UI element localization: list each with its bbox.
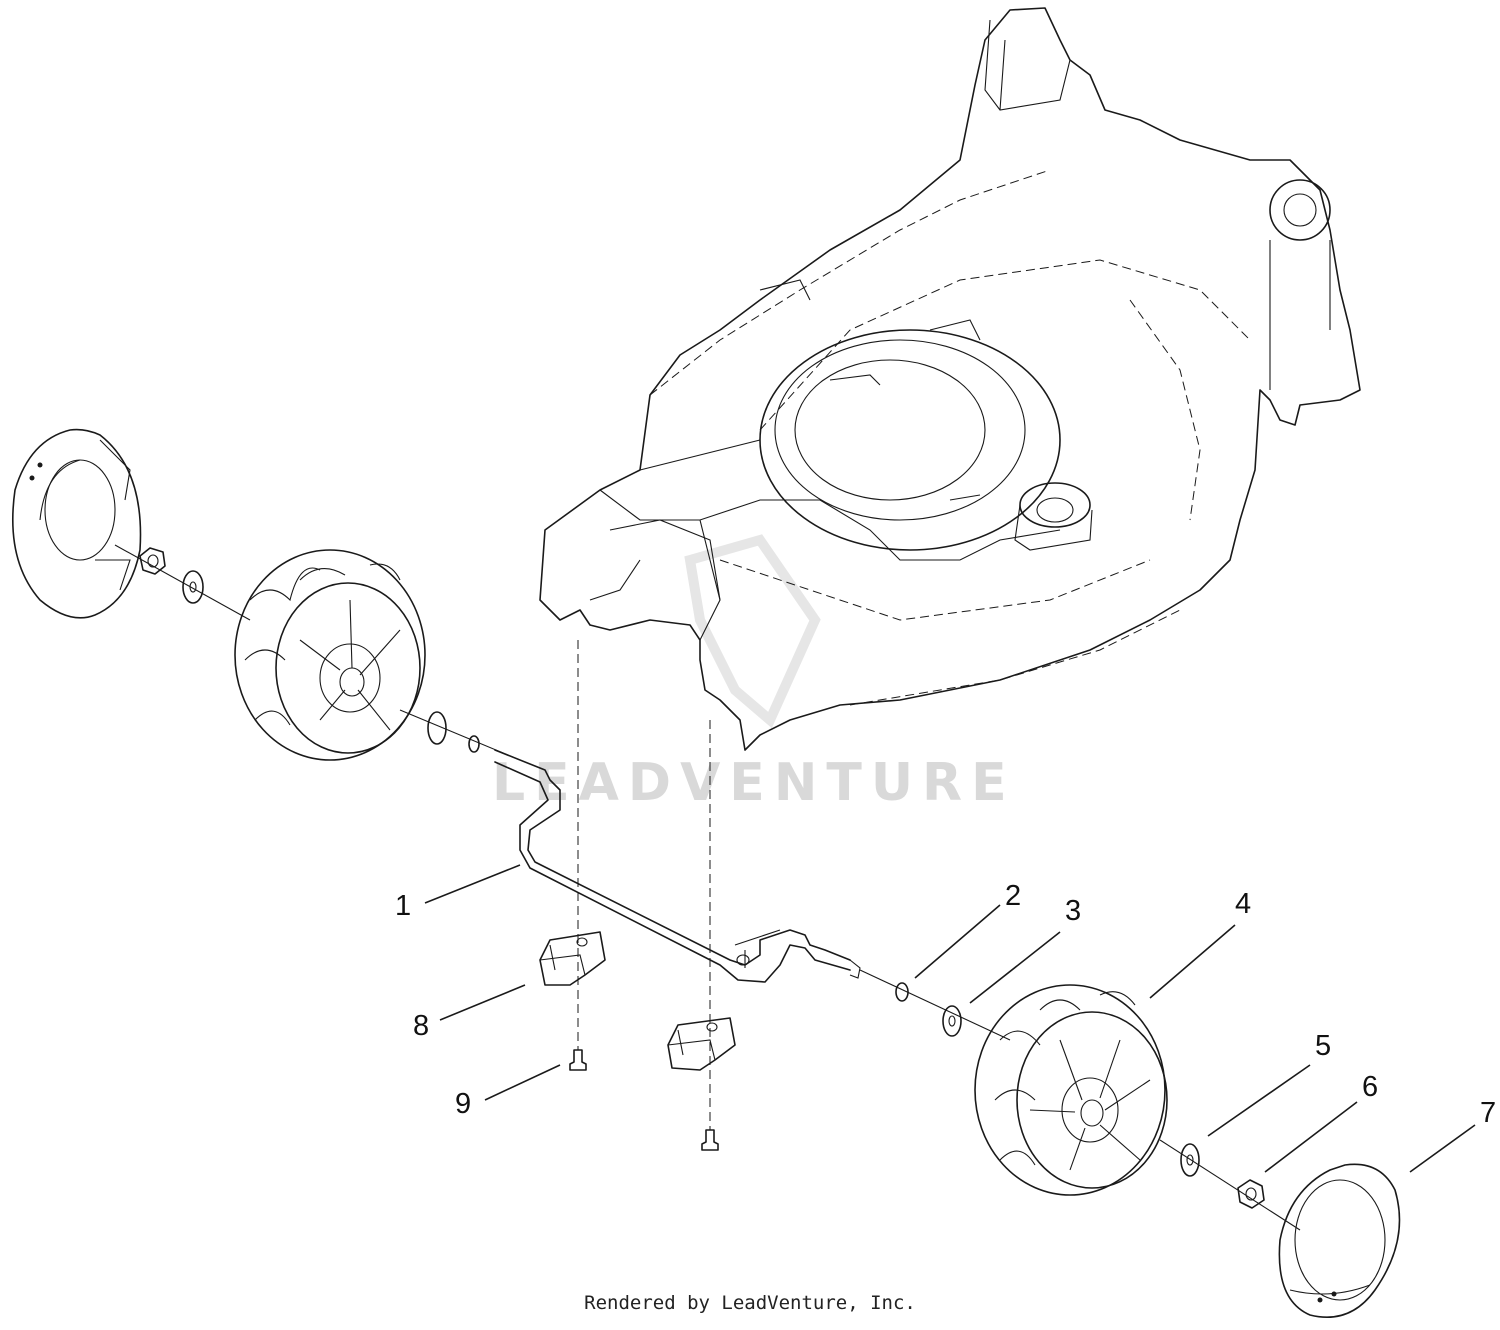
left-center-line	[114, 544, 251, 621]
right-axle-line	[859, 969, 1011, 1041]
leader-7	[1409, 1124, 1476, 1173]
leader-1	[424, 864, 521, 904]
callout-7: 7	[1480, 1097, 1496, 1129]
mower-deck	[539, 7, 1361, 751]
callout-9: 9	[455, 1088, 471, 1120]
callout-1: 1	[395, 890, 411, 922]
watermark-logo	[684, 534, 821, 729]
left-washer-outer	[182, 570, 204, 604]
left-screw	[569, 1049, 587, 1071]
callout-4: 4	[1235, 888, 1251, 920]
callout-2: 2	[1005, 880, 1021, 912]
leader-lines	[424, 864, 1476, 1173]
footer-credit: Rendered by LeadVenture, Inc.	[584, 1292, 916, 1314]
callout-3: 3	[1065, 895, 1081, 927]
right-outer-line	[1159, 1139, 1301, 1231]
left-nut	[139, 547, 166, 575]
right-height-bracket	[667, 1017, 736, 1071]
left-wheel	[234, 549, 426, 761]
watermark: LEADVENTURE	[492, 534, 1016, 813]
right-outer-washer-hole	[1186, 1154, 1194, 1166]
leader-8	[439, 984, 526, 1021]
left-hub-cap	[12, 428, 142, 619]
leader-6	[1264, 1101, 1358, 1173]
right-axle-spacer	[895, 982, 909, 1002]
axle	[494, 749, 861, 983]
right-axle-washer	[942, 1005, 962, 1037]
right-wheel	[974, 984, 1168, 1196]
callout-6: 6	[1362, 1071, 1378, 1103]
callout-5: 5	[1315, 1030, 1331, 1062]
right-outer-washer	[1180, 1143, 1200, 1177]
left-axle-spacer	[468, 735, 480, 753]
right-axle-washer-hole	[948, 1015, 956, 1027]
watermark-text: LEADVENTURE	[492, 753, 1016, 813]
leader-2	[914, 904, 1001, 979]
callout-8: 8	[413, 1010, 429, 1042]
right-hub-cap	[1278, 1163, 1401, 1319]
leader-5	[1207, 1064, 1311, 1137]
left-axle-washer	[427, 711, 447, 745]
right-nut	[1237, 1179, 1265, 1209]
right-screw	[701, 1129, 719, 1151]
leader-9	[484, 1064, 561, 1101]
leader-3	[969, 931, 1061, 1004]
leader-4	[1149, 924, 1236, 999]
left-height-bracket	[539, 931, 606, 986]
